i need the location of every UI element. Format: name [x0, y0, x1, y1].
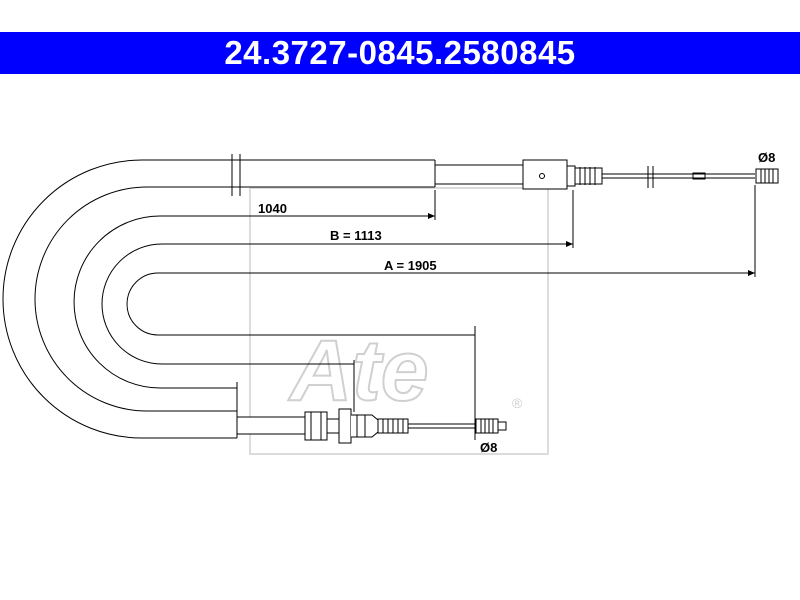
- dim-line-a: [126, 272, 755, 336]
- dim-line-1040: [73, 215, 435, 389]
- bottom-end-nipple: [475, 418, 499, 434]
- arrow-1040: [428, 213, 435, 219]
- dim-label-a: A = 1905: [384, 258, 437, 273]
- dimension-lines: [73, 185, 756, 440]
- arrow-a: [748, 270, 755, 276]
- bottom-hex-nut: [304, 411, 328, 441]
- top-end-nipple: [755, 168, 779, 184]
- top-adjuster-hole: [539, 173, 545, 179]
- dim-label-diameter-bottom: Ø8: [480, 440, 497, 455]
- bottom-ferrule-tube: [236, 416, 306, 435]
- dim-label-diameter-top: Ø8: [758, 150, 775, 165]
- title-bar: 24.3727-0845.2 580845: [0, 32, 800, 74]
- watermark-frame: [249, 187, 549, 455]
- sheath-outer-line: [2, 159, 435, 439]
- arrowheads: [428, 213, 755, 276]
- top-ferrule-tube: [434, 164, 524, 185]
- arrow-b: [566, 241, 573, 247]
- top-adjuster-body: [522, 159, 568, 190]
- bottom-flange: [338, 408, 352, 444]
- bottom-end-fitting: [236, 408, 507, 444]
- top-grommet: [231, 154, 241, 196]
- dim-label-1040: 1040: [258, 201, 287, 216]
- part-number: 24.3727-0845.2: [224, 34, 463, 71]
- registered-mark: ®: [512, 395, 523, 411]
- dim-label-b: B = 1113: [330, 228, 382, 243]
- watermark-logo-text: Ate: [288, 323, 429, 419]
- ate-logo-watermark: Ate ®: [249, 187, 549, 455]
- top-end-fitting: [434, 159, 779, 190]
- dim-line-b: [101, 243, 573, 365]
- sheath-inner-line: [34, 186, 435, 412]
- article-number: 580845: [462, 34, 576, 71]
